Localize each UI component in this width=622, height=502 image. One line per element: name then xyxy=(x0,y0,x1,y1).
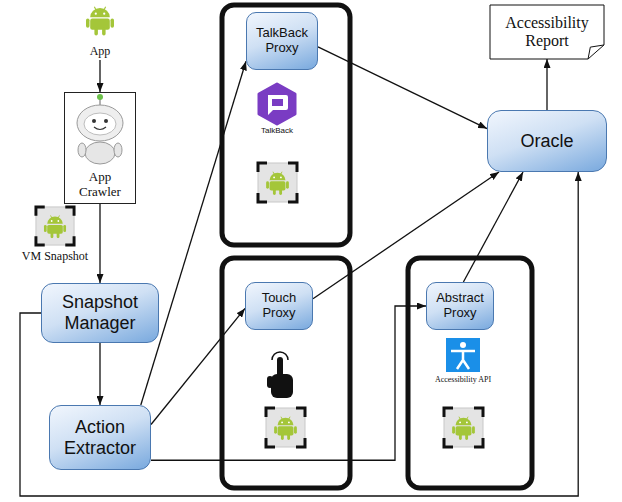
device-snapshot-icon xyxy=(266,408,305,447)
proxy-box: TalkBack Proxy xyxy=(246,12,318,70)
process-box: Snapshot Manager xyxy=(41,283,159,343)
node-text: Abstract Proxy xyxy=(431,291,489,321)
arrow-connector xyxy=(99,60,100,92)
arrow-connector xyxy=(99,204,100,283)
arrow-connector xyxy=(318,47,487,129)
node-text: Accessibility Report xyxy=(496,14,598,51)
touch-hand-icon xyxy=(267,352,293,398)
node-text: Snapshot Manager xyxy=(47,292,153,333)
icon-caption: VM Snapshot xyxy=(0,250,115,263)
icon-caption: TalkBack xyxy=(217,127,337,136)
arrow-connector xyxy=(99,343,100,405)
node-text: App xyxy=(90,45,111,59)
node-text: Touch Proxy xyxy=(250,291,308,321)
node-text: App Crawler xyxy=(68,170,132,200)
android-app-icon xyxy=(86,7,114,36)
node-text: Oracle xyxy=(520,131,573,152)
oracle-box: Oracle xyxy=(487,110,607,172)
arrow-connector xyxy=(141,61,246,405)
talkback-icon xyxy=(259,84,295,124)
crawler-robot xyxy=(65,92,135,200)
document-outline xyxy=(490,5,604,59)
app-node: App xyxy=(76,2,124,60)
node-text: Action Extractor xyxy=(55,417,145,458)
device-snapshot-icon xyxy=(444,408,483,447)
crawler-box: App Crawler xyxy=(64,92,136,204)
document-shape: Accessibility Report xyxy=(490,5,604,59)
device-snapshot-icon xyxy=(258,163,297,202)
arrow-connector xyxy=(20,172,578,496)
arrow-connector xyxy=(546,59,547,110)
process-box: Action Extractor xyxy=(49,405,151,470)
arrow-connector xyxy=(313,172,499,299)
proxy-box: Abstract Proxy xyxy=(426,282,494,330)
proxy-box: Touch Proxy xyxy=(245,282,313,330)
accessibility-icon xyxy=(446,338,480,372)
vm-snapshot-icon xyxy=(36,207,74,245)
icon-caption: Accessibility API xyxy=(403,376,523,385)
arrow-connector xyxy=(151,308,245,424)
arrow-connector xyxy=(463,172,523,282)
phone-frames xyxy=(222,5,532,488)
document-fold xyxy=(588,45,604,59)
node-text: TalkBack Proxy xyxy=(251,26,313,56)
